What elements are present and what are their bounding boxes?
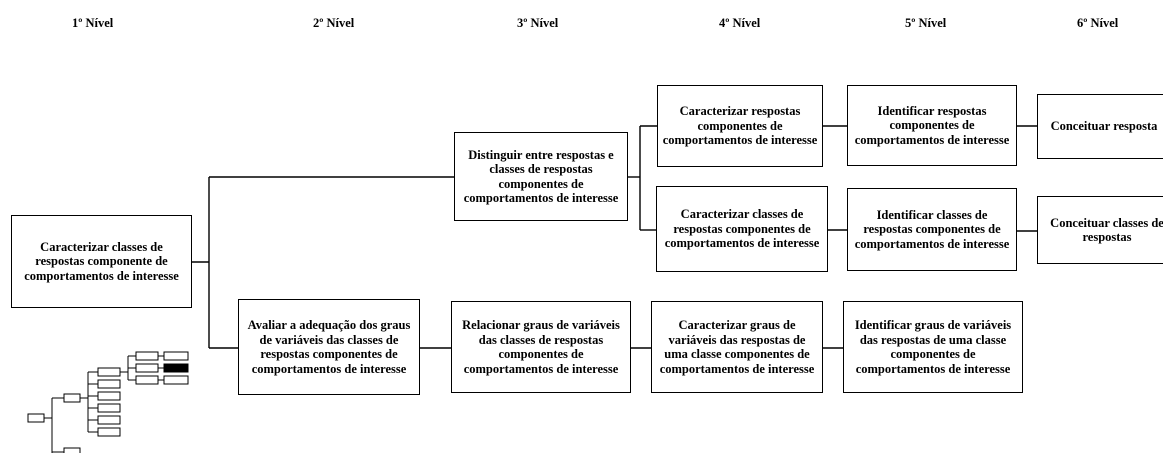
minimap-box	[135, 363, 159, 373]
minimap-box	[97, 391, 121, 401]
node-level3-relate-degrees: Relacionar graus de variáveis das classe…	[451, 301, 631, 393]
level-4-header: 4º Nível	[719, 16, 761, 30]
minimap-box	[135, 375, 159, 385]
level-5-header: 5º Nível	[905, 16, 947, 30]
node-level4-characterize-classes: Caracterizar classes de respostas compon…	[656, 186, 828, 272]
level-6-header: 6º Nível	[1077, 16, 1119, 30]
node-level5-identify-responses: Identificar respostas componentes de com…	[847, 85, 1017, 166]
node-level5-identify-classes: Identificar classes de respostas compone…	[847, 188, 1017, 271]
minimap-box	[97, 415, 121, 425]
minimap-box	[97, 403, 121, 413]
minimap-box	[163, 351, 189, 361]
minimap-box	[63, 447, 81, 453]
level-3-header: 3º Nível	[517, 16, 559, 30]
minimap-box	[97, 427, 121, 437]
minimap-box	[97, 367, 121, 377]
node-level6-conceptualize-classes: Conceituar classes de respostas	[1037, 196, 1163, 264]
minimap-overview-icon	[27, 351, 189, 453]
minimap-box	[27, 413, 45, 423]
node-level2-evaluate-adequacy: Avaliar a adequação dos graus de variáve…	[238, 299, 420, 395]
minimap-highlight-box	[163, 363, 189, 373]
node-level1-characterize-classes: Caracterizar classes de respostas compon…	[11, 215, 192, 308]
minimap-box	[135, 351, 159, 361]
level-2-header: 2º Nível	[313, 16, 355, 30]
node-level5-identify-degrees: Identificar graus de variáveis das respo…	[843, 301, 1023, 393]
node-level4-characterize-responses: Caracterizar respostas componentes de co…	[657, 85, 823, 167]
node-level6-conceptualize-response: Conceituar resposta	[1037, 94, 1163, 159]
node-level4-characterize-degrees: Caracterizar graus de variáveis das resp…	[651, 301, 823, 393]
minimap-box	[63, 393, 81, 403]
minimap-box	[97, 379, 121, 389]
minimap-box	[163, 375, 189, 385]
node-level3-distinguish-responses: Distinguir entre respostas e classes de …	[454, 132, 628, 221]
level-1-header: 1º Nível	[72, 16, 114, 30]
